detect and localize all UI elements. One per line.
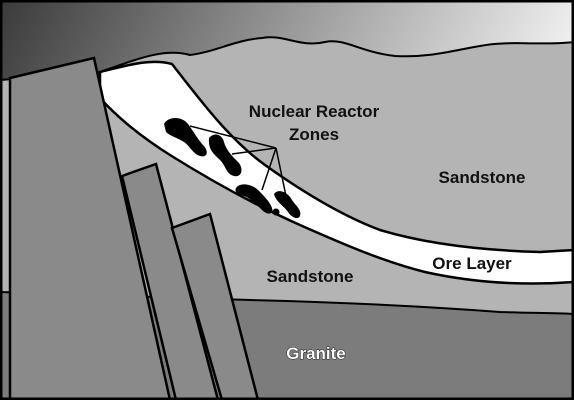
label-granite: Granite (286, 344, 346, 363)
reactor-zones (164, 118, 301, 219)
leader-line-4 (275, 147, 287, 197)
reactor-zone-1 (164, 118, 207, 157)
label-sandstone-lower: Sandstone (267, 267, 354, 286)
reactor-leader-lines (189, 125, 287, 197)
granite-block-small (170, 212, 260, 400)
granite-block-middle (120, 162, 220, 400)
label-ore-layer: Ore Layer (432, 254, 512, 273)
leader-line-2 (231, 147, 277, 155)
granite-block-large (8, 56, 172, 400)
leader-line-3 (261, 147, 277, 191)
reactor-zone-3 (235, 184, 273, 214)
label-reactor-line2: Zones (289, 125, 339, 144)
reactor-zone-4 (272, 208, 280, 216)
reactor-zone-2 (208, 134, 242, 177)
label-sandstone-upper: Sandstone (439, 168, 526, 187)
leader-line-1 (189, 125, 277, 149)
label-reactor-line1: Nuclear Reactor (249, 102, 380, 121)
reactor-zone-5 (274, 191, 301, 219)
